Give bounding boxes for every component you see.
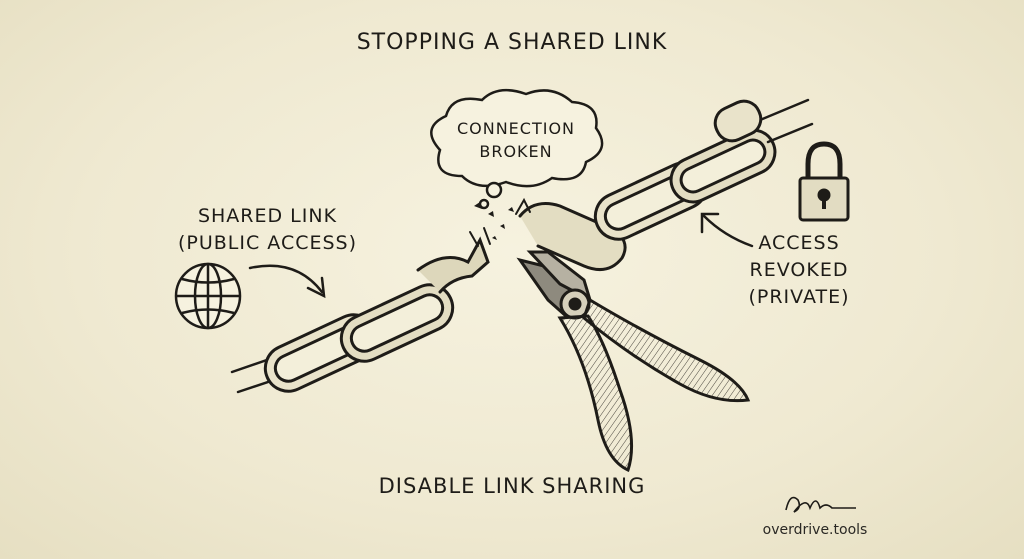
arrow-to-chain-icon — [248, 264, 326, 299]
right-chain-icon — [515, 98, 814, 272]
bubble-label: CONNECTION BROKEN — [430, 117, 602, 163]
shared-link-line-2: (PUBLIC ACCESS) — [177, 232, 358, 254]
revoked-line-1: ACCESS — [758, 232, 840, 254]
bubble-line-2: BROKEN — [479, 142, 553, 161]
left-chain-icon — [230, 227, 491, 394]
globe-icon — [174, 262, 242, 330]
shared-link-line-1: SHARED LINK — [197, 205, 338, 227]
page-title: STOPPING A SHARED LINK — [356, 30, 668, 55]
access-revoked-label: ACCESS REVOKED (PRIVATE) — [732, 230, 866, 311]
revoked-line-2: REVOKED — [749, 259, 849, 281]
caption: DISABLE LINK SHARING — [378, 474, 646, 498]
shared-link-label: SHARED LINK (PUBLIC ACCESS) — [160, 203, 375, 257]
revoked-line-3: (PRIVATE) — [748, 286, 850, 308]
signature-mark — [785, 496, 856, 513]
brand-text: overdrive.tools — [762, 522, 868, 538]
padlock-icon — [798, 141, 850, 222]
arrow-from-label-icon — [700, 212, 754, 248]
broken-fragments — [474, 202, 514, 240]
thought-bubble-icon — [430, 88, 604, 210]
bubble-line-1: CONNECTION — [456, 119, 576, 138]
wire-cutters-icon — [516, 250, 751, 473]
